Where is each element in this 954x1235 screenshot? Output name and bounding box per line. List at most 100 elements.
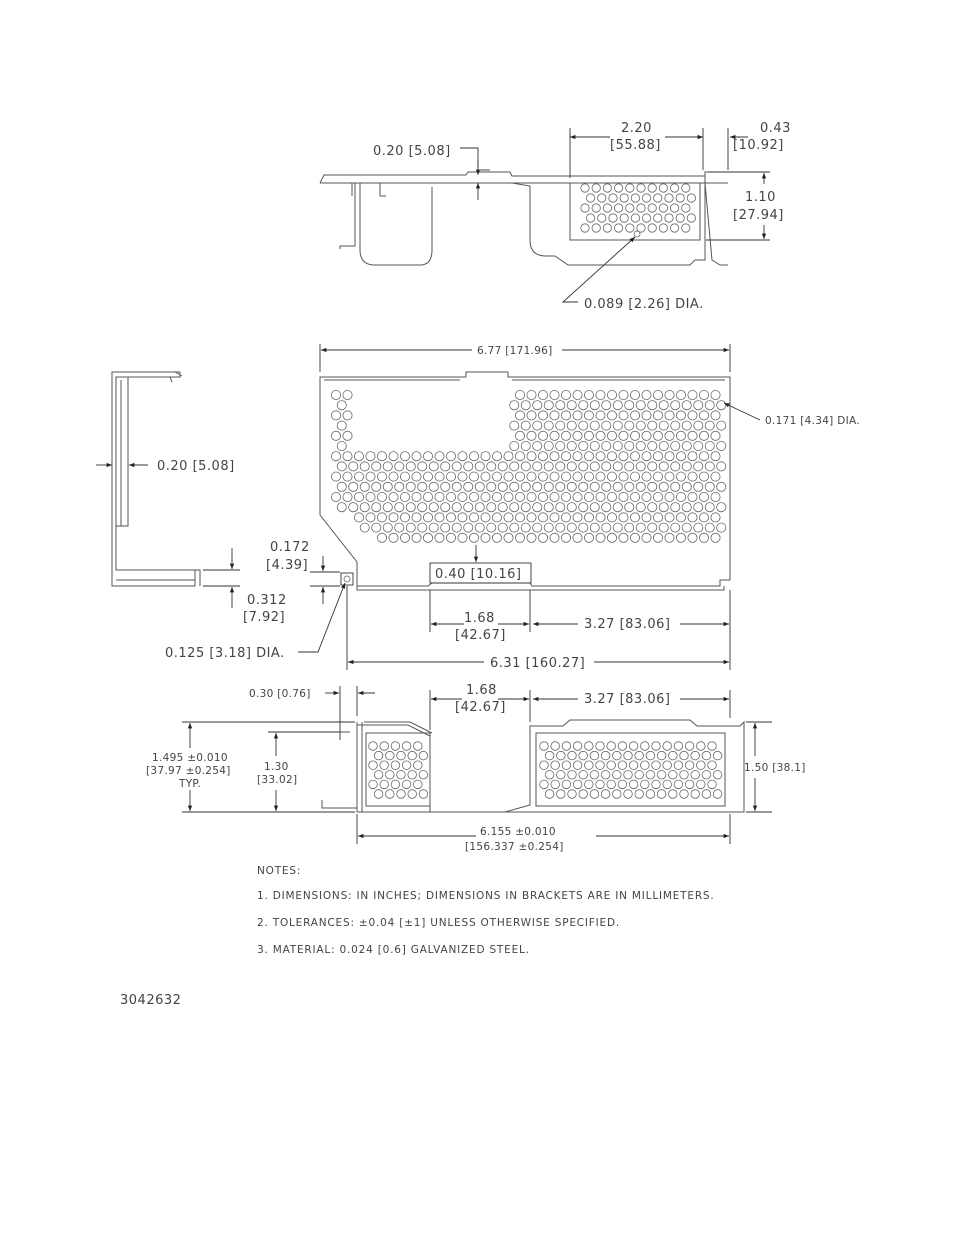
perforation-hole (707, 779, 717, 790)
perforation-hole (716, 481, 727, 492)
perforation-hole (394, 522, 405, 533)
perforation-hole (538, 532, 549, 543)
main-dim-right: 3.27 [83.06] (533, 590, 731, 670)
perforation-hole (463, 522, 474, 533)
perforation-hole (555, 522, 566, 533)
perforation-hole (589, 502, 600, 513)
perforation-hole (584, 451, 595, 462)
perforation-hole (451, 461, 462, 472)
perforation-hole (679, 770, 689, 780)
perforation-hole (673, 779, 684, 790)
perforation-hole (710, 430, 721, 441)
perforation-hole (561, 760, 572, 770)
perforation-hole (716, 502, 727, 513)
perforation-hole (716, 420, 727, 431)
perforation-hole (591, 203, 601, 213)
perforation-hole (578, 502, 589, 513)
perforation-hole (445, 471, 456, 482)
perforation-hole (690, 789, 700, 799)
main-view-hole-pattern (330, 389, 727, 543)
perforation-hole (480, 471, 491, 482)
perforation-hole (624, 461, 635, 472)
perforation-hole (368, 741, 378, 751)
perforation-hole (584, 532, 595, 543)
perforation-hole (561, 532, 572, 543)
perforation-hole (612, 522, 623, 533)
perforation-hole (474, 502, 485, 513)
perforation-hole (676, 512, 687, 523)
perforation-hole (405, 502, 416, 513)
perforation-hole (342, 430, 353, 441)
perforation-hole (653, 430, 664, 441)
perforation-hole (640, 741, 650, 751)
perforation-hole (543, 420, 554, 431)
perforation-hole (645, 789, 656, 799)
perforation-hole (618, 491, 629, 502)
perforation-hole (630, 430, 641, 441)
perforation-hole (353, 451, 364, 462)
notes-heading: NOTES: (257, 865, 301, 877)
perforation-hole (371, 461, 382, 472)
perforation-hole (468, 471, 479, 482)
perforation-hole (634, 770, 644, 780)
perforation-hole (566, 420, 577, 431)
perforation-hole (520, 400, 531, 411)
perforation-hole (641, 491, 652, 502)
perforation-hole (701, 770, 712, 780)
perforation-hole (401, 741, 412, 751)
perforation-hole (696, 741, 706, 751)
perforation-hole (474, 481, 485, 492)
perforation-hole (566, 461, 577, 472)
perforation-hole (617, 760, 628, 770)
perforation-hole (704, 522, 715, 533)
perforation-hole (676, 410, 687, 421)
perforation-hole (385, 750, 395, 761)
front-dim-height: 1.495 ±0.010 [37.97 ±0.254] TYP. (146, 721, 355, 813)
perforation-hole (710, 389, 721, 400)
main-dim-span-label: 6.31 [160.27] (490, 656, 585, 671)
perforation-hole (457, 451, 468, 462)
perforation-hole (330, 410, 341, 421)
perforation-hole (428, 461, 439, 472)
front-dim-inner-mm: [33.02] (257, 774, 297, 786)
perforation-hole (543, 502, 554, 513)
top-dim-width-mm: [55.88] (610, 138, 661, 153)
perforation-hole (670, 440, 681, 451)
perforation-hole (693, 522, 704, 533)
perforation-hole (549, 471, 560, 482)
perforation-hole (636, 203, 646, 213)
perforation-hole (515, 471, 526, 482)
perforation-hole (612, 461, 623, 472)
perforation-hole (602, 223, 613, 233)
front-dim-right-height-label: 1.50 [38.1] (744, 762, 806, 774)
perforation-hole (480, 451, 491, 462)
perforation-hole (687, 410, 698, 421)
perforation-hole (608, 193, 618, 203)
perforation-hole (526, 430, 537, 441)
perforation-hole (578, 770, 588, 780)
main-dim-lip: 0.172 [4.39] (266, 540, 340, 604)
perforation-hole (556, 750, 566, 761)
perforation-hole (509, 400, 520, 411)
perforation-hole (630, 410, 641, 421)
perforation-hole (401, 760, 412, 770)
front-dim-inner: 1.30 [33.02] (257, 731, 340, 811)
perforation-hole (394, 502, 405, 513)
perforation-hole (578, 400, 589, 411)
perforation-hole (399, 532, 410, 543)
perforation-hole (491, 471, 502, 482)
perforation-hole (658, 223, 669, 233)
perforation-hole (635, 522, 646, 533)
perforation-hole (673, 741, 684, 751)
perforation-hole (539, 779, 549, 790)
perforation-hole (699, 410, 710, 421)
perforation-hole (561, 451, 572, 462)
perforation-hole (600, 770, 611, 780)
perforation-hole (580, 223, 590, 233)
perforation-hole (532, 461, 543, 472)
perforation-hole (407, 750, 417, 761)
main-dim-left: 1.68 [42.67] (429, 590, 531, 643)
perforation-hole (538, 491, 549, 502)
perforation-hole (330, 389, 341, 400)
perforation-hole (647, 183, 657, 193)
